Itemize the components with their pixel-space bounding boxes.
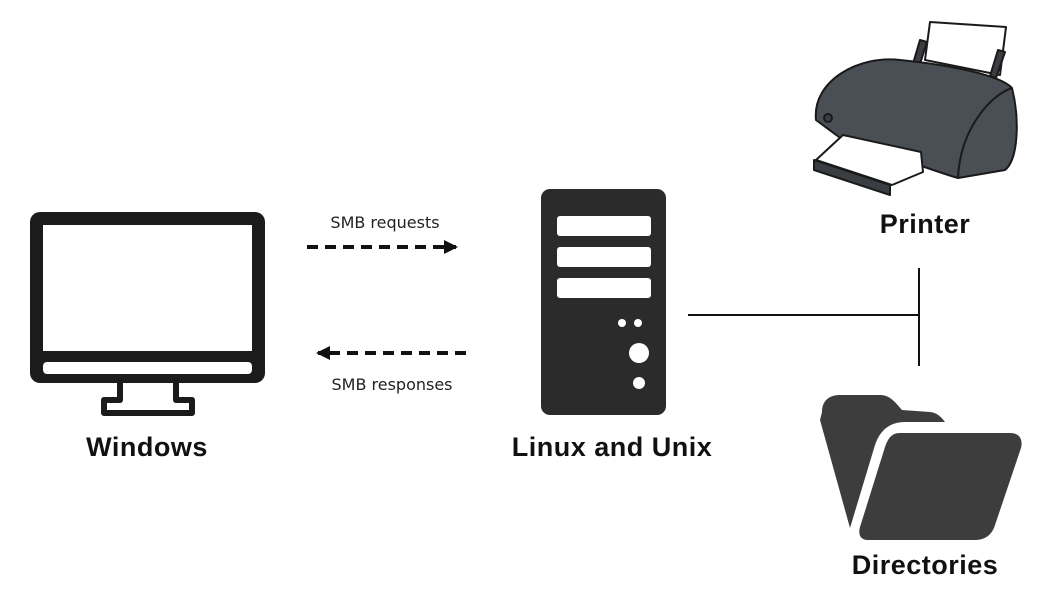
smb-requests-label: SMB requests: [330, 213, 440, 232]
connection-lines: [688, 268, 920, 366]
printer-label: Printer: [879, 209, 971, 239]
directories-label: Directories: [851, 550, 999, 580]
printer-icon: [813, 21, 1018, 196]
monitor-icon: [30, 212, 265, 416]
windows-label: Windows: [86, 432, 208, 462]
folder-icon: [820, 395, 1022, 540]
smb-responses-label: SMB responses: [331, 375, 453, 394]
server-label: Linux and Unix: [511, 432, 713, 462]
server-tower-icon: [541, 189, 666, 415]
